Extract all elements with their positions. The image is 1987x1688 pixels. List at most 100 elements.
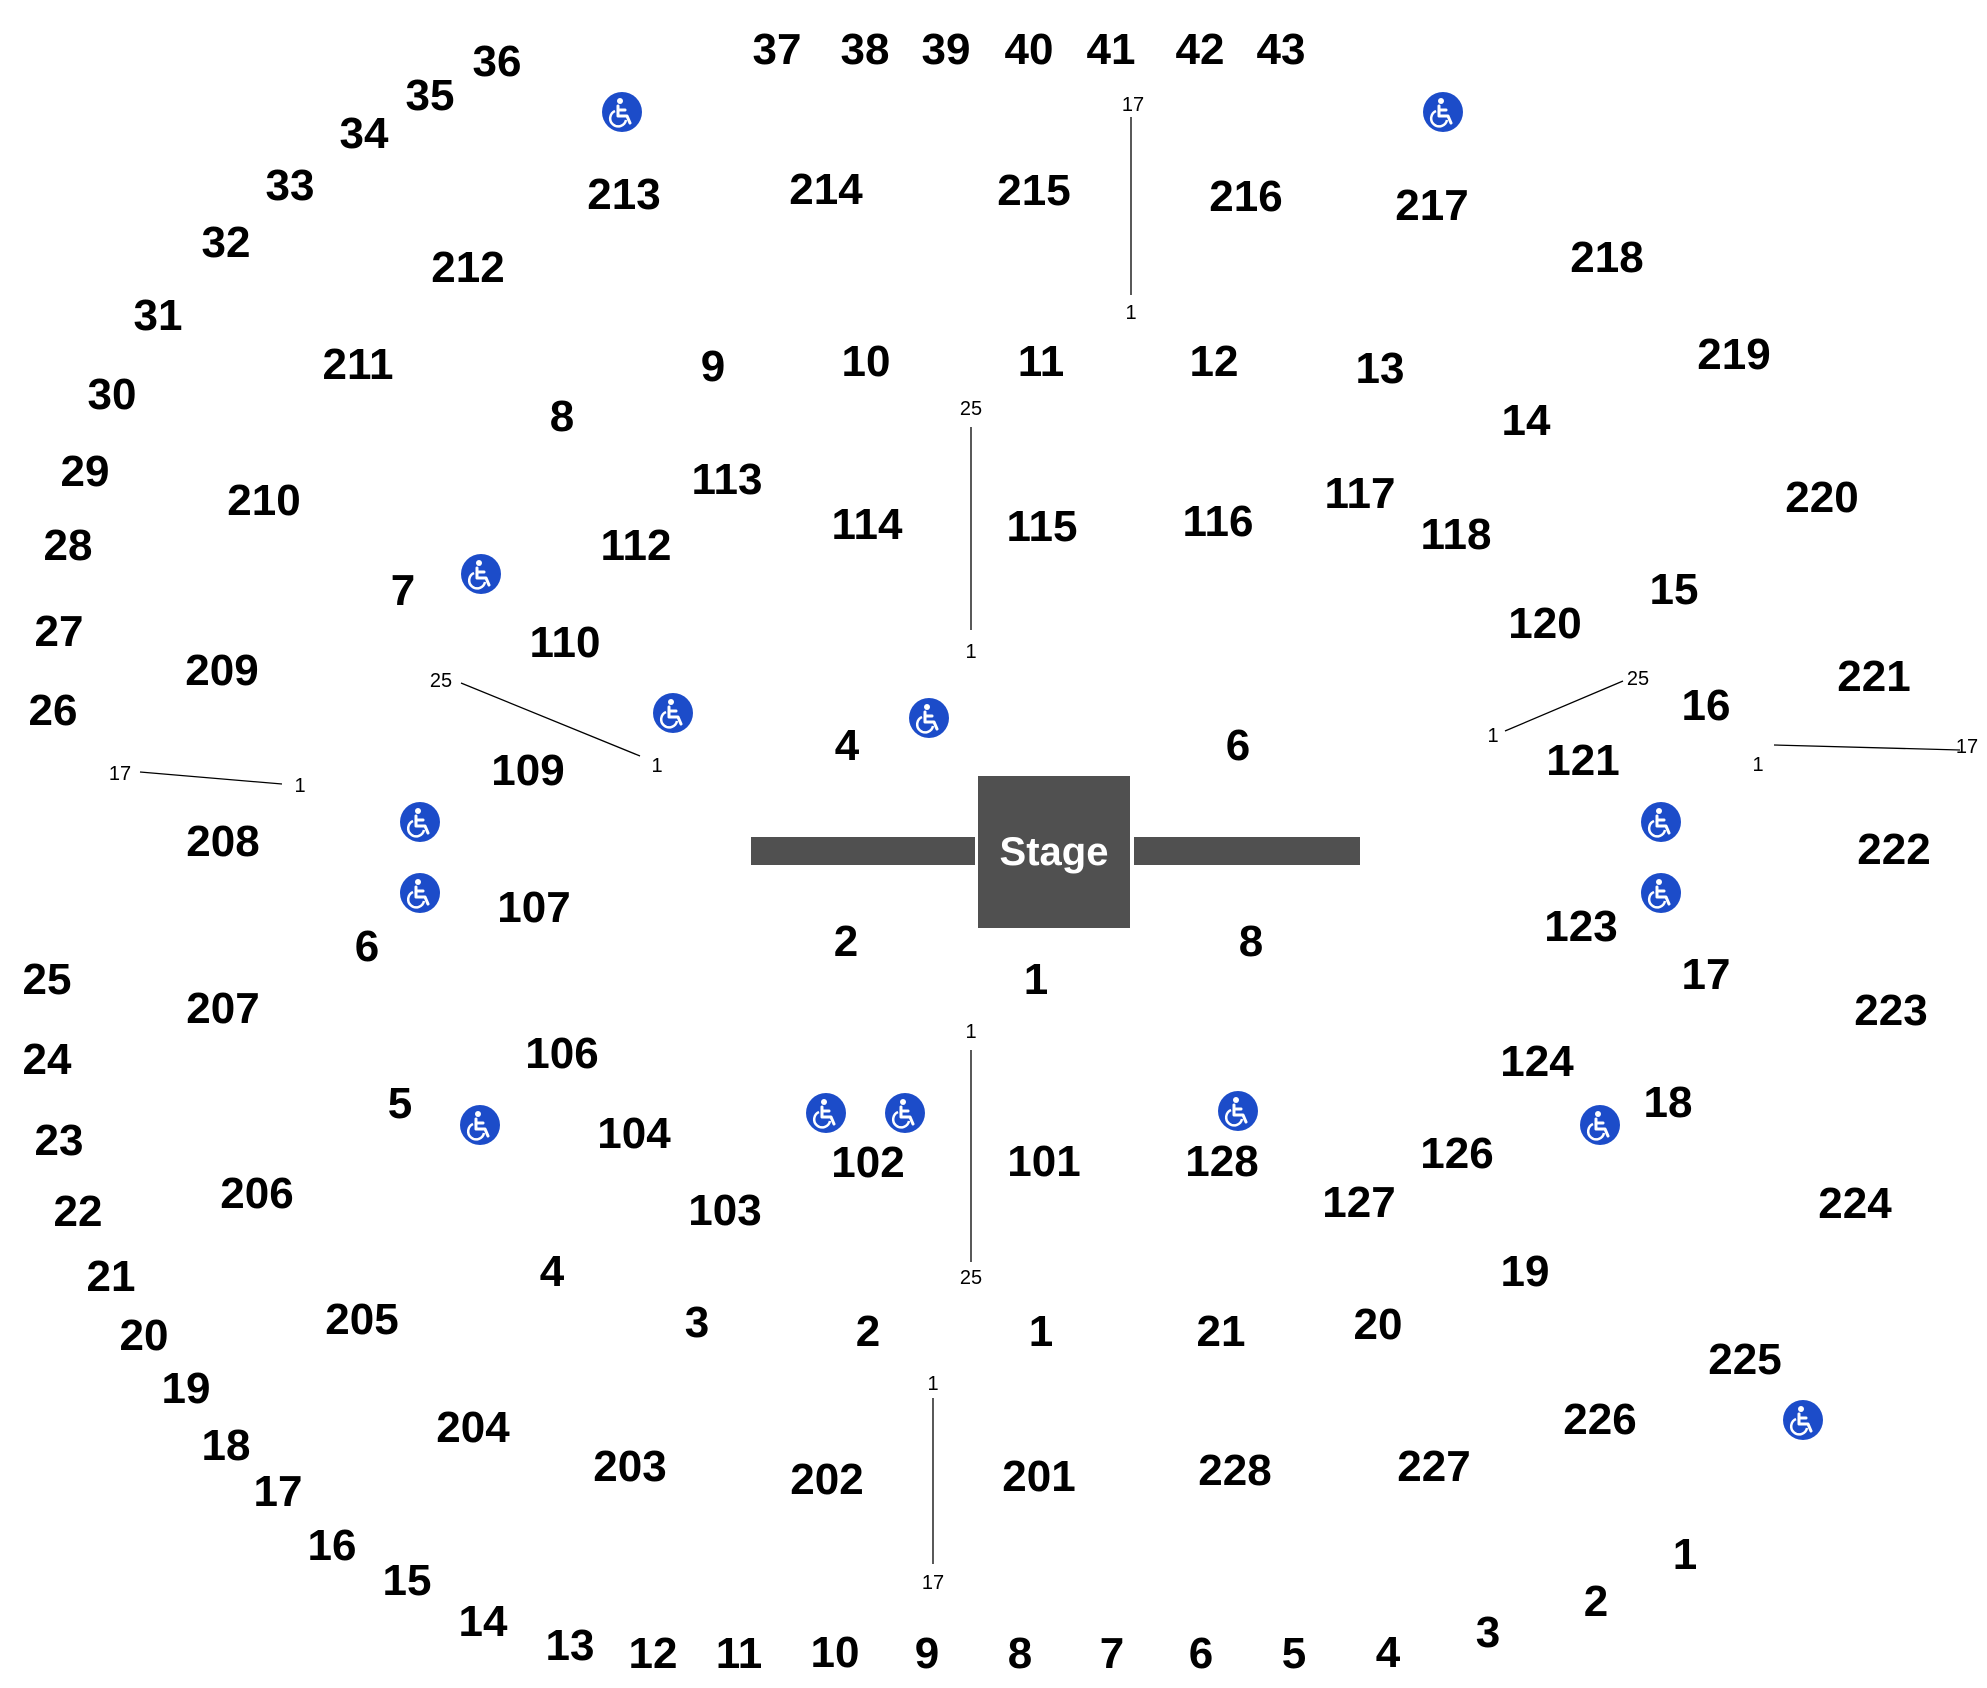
- wheelchair-icon[interactable]: [601, 91, 643, 133]
- floor-section-4[interactable]: 4: [834, 721, 860, 770]
- section-127[interactable]: 127: [1322, 1178, 1396, 1227]
- floor-section-1[interactable]: 1: [1023, 955, 1049, 1004]
- section-202[interactable]: 202: [790, 1455, 864, 1504]
- section-214[interactable]: 214: [789, 165, 863, 214]
- row-37: 37: [752, 25, 802, 74]
- section-221[interactable]: 221: [1837, 652, 1911, 701]
- row-33: 33: [265, 161, 315, 210]
- row-marker: 25: [429, 670, 453, 692]
- wheelchair-icon[interactable]: [884, 1092, 926, 1134]
- wheelchair-icon[interactable]: [908, 697, 950, 739]
- section-124[interactable]: 124: [1500, 1037, 1574, 1086]
- row-41: 41: [1086, 25, 1136, 74]
- wheelchair-icon[interactable]: [805, 1092, 847, 1134]
- section-107[interactable]: 107: [497, 883, 571, 932]
- section-207[interactable]: 207: [186, 984, 260, 1033]
- section-226[interactable]: 226: [1563, 1395, 1637, 1444]
- section-110[interactable]: 110: [529, 618, 601, 667]
- section-114[interactable]: 114: [831, 500, 903, 549]
- row-14: 14: [1501, 396, 1551, 445]
- section-212[interactable]: 212: [431, 243, 505, 292]
- row-20: 20: [1353, 1300, 1403, 1349]
- section-225[interactable]: 225: [1708, 1335, 1782, 1384]
- wheelchair-icon[interactable]: [1782, 1399, 1824, 1441]
- floor-section-6[interactable]: 6: [1225, 721, 1251, 770]
- section-113[interactable]: 113: [691, 455, 763, 504]
- row-14: 14: [458, 1597, 508, 1646]
- section-223[interactable]: 223: [1854, 986, 1928, 1035]
- section-205[interactable]: 205: [325, 1295, 399, 1344]
- section-109[interactable]: 109: [491, 746, 565, 795]
- row-29: 29: [60, 447, 110, 496]
- section-106[interactable]: 106: [525, 1029, 599, 1078]
- row-marker-line: [139, 771, 283, 785]
- floor-section-8[interactable]: 8: [1238, 917, 1264, 966]
- wheelchair-icon[interactable]: [1640, 872, 1682, 914]
- row-10: 10: [810, 1628, 860, 1677]
- row-marker: 1: [1487, 725, 1499, 747]
- row-9: 9: [914, 1629, 940, 1678]
- row-21: 21: [1196, 1307, 1246, 1356]
- row-21: 21: [86, 1252, 136, 1301]
- section-215[interactable]: 215: [997, 166, 1071, 215]
- section-201[interactable]: 201: [1002, 1452, 1076, 1501]
- row-4: 4: [539, 1247, 565, 1296]
- wheelchair-icon[interactable]: [1217, 1090, 1259, 1132]
- section-101[interactable]: 101: [1007, 1137, 1081, 1186]
- wheelchair-icon[interactable]: [459, 1104, 501, 1146]
- section-217[interactable]: 217: [1395, 181, 1469, 230]
- section-102[interactable]: 102: [831, 1138, 905, 1187]
- section-120[interactable]: 120: [1508, 599, 1582, 648]
- row-8: 8: [1007, 1629, 1033, 1678]
- section-219[interactable]: 219: [1697, 330, 1771, 379]
- section-123[interactable]: 123: [1544, 902, 1618, 951]
- row-marker: 1: [927, 1373, 939, 1395]
- floor-section-2[interactable]: 2: [833, 917, 859, 966]
- section-228[interactable]: 228: [1198, 1446, 1272, 1495]
- row-3: 3: [684, 1298, 710, 1347]
- wheelchair-icon[interactable]: [652, 692, 694, 734]
- row-38: 38: [840, 25, 890, 74]
- wheelchair-icon[interactable]: [1640, 801, 1682, 843]
- row-marker: 17: [108, 763, 132, 785]
- section-104[interactable]: 104: [597, 1109, 671, 1158]
- section-121[interactable]: 121: [1546, 736, 1620, 785]
- section-112[interactable]: 112: [600, 521, 672, 570]
- section-210[interactable]: 210: [227, 476, 301, 525]
- section-204[interactable]: 204: [436, 1403, 510, 1452]
- section-216[interactable]: 216: [1209, 172, 1283, 221]
- section-126[interactable]: 126: [1420, 1129, 1494, 1178]
- section-222[interactable]: 222: [1857, 825, 1931, 874]
- row-marker: 25: [959, 398, 983, 420]
- row-12: 12: [628, 1629, 678, 1678]
- section-208[interactable]: 208: [186, 817, 260, 866]
- wheelchair-icon[interactable]: [399, 872, 441, 914]
- section-211[interactable]: 211: [322, 340, 394, 389]
- section-227[interactable]: 227: [1397, 1442, 1471, 1491]
- section-115[interactable]: 115: [1006, 502, 1078, 551]
- row-36: 36: [472, 37, 522, 86]
- wheelchair-icon[interactable]: [1579, 1104, 1621, 1146]
- section-209[interactable]: 209: [185, 646, 259, 695]
- row-marker: 1: [965, 1021, 977, 1043]
- row-13: 13: [1355, 344, 1405, 393]
- section-213[interactable]: 213: [587, 170, 661, 219]
- section-128[interactable]: 128: [1185, 1137, 1259, 1186]
- section-218[interactable]: 218: [1570, 233, 1644, 282]
- section-220[interactable]: 220: [1785, 473, 1859, 522]
- row-marker: 1: [294, 775, 306, 797]
- row-31: 31: [133, 291, 183, 340]
- section-203[interactable]: 203: [593, 1442, 667, 1491]
- section-103[interactable]: 103: [688, 1186, 762, 1235]
- row-40: 40: [1004, 25, 1054, 74]
- section-116[interactable]: 116: [1182, 497, 1254, 546]
- section-224[interactable]: 224: [1818, 1179, 1892, 1228]
- wheelchair-icon[interactable]: [399, 801, 441, 843]
- wheelchair-icon[interactable]: [1422, 91, 1464, 133]
- row-marker-line: [1773, 744, 1961, 751]
- section-118[interactable]: 118: [1420, 510, 1492, 559]
- section-117[interactable]: 117: [1324, 469, 1396, 518]
- section-206[interactable]: 206: [220, 1169, 294, 1218]
- wheelchair-icon[interactable]: [460, 553, 502, 595]
